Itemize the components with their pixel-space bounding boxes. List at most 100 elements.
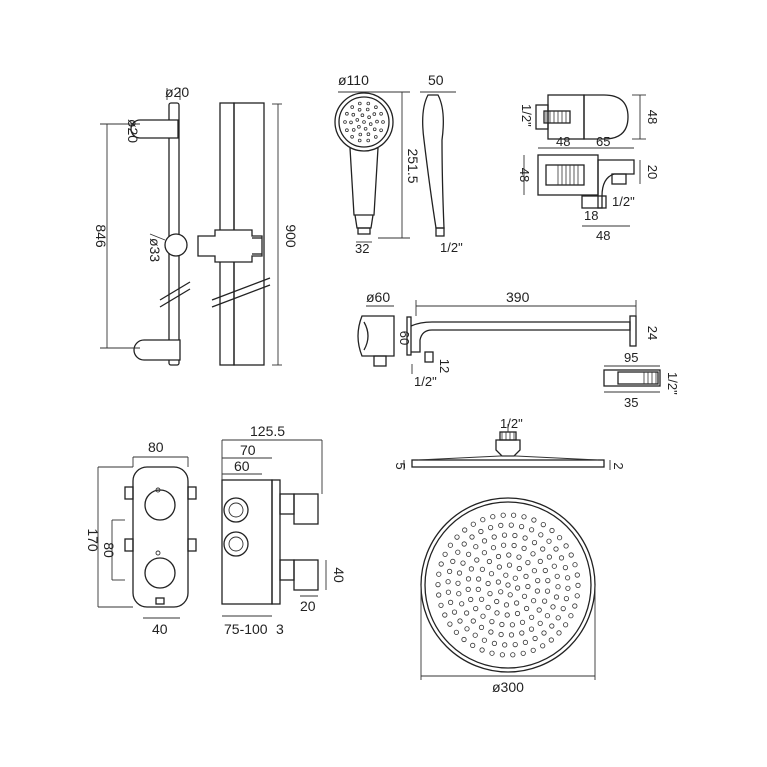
nozzle	[488, 629, 494, 635]
nozzle	[574, 593, 580, 599]
nozzle	[475, 586, 481, 593]
nozzle	[463, 610, 470, 616]
nozzle	[374, 105, 378, 109]
nozzle	[358, 132, 363, 137]
nozzle	[522, 639, 529, 646]
outlet-width-65-label: 65	[596, 134, 610, 149]
nozzle	[362, 120, 366, 124]
nozzle	[464, 626, 470, 632]
nozzle	[554, 573, 560, 579]
nozzle	[496, 564, 502, 570]
nozzle	[435, 581, 441, 588]
nozzle	[446, 568, 453, 575]
nozzle	[544, 588, 551, 594]
nozzle	[563, 543, 569, 549]
arm-height-label: 60	[397, 331, 412, 345]
nozzle	[480, 613, 486, 619]
nozzle	[520, 650, 526, 656]
head-thread-hatch	[501, 432, 515, 440]
nozzle	[553, 546, 559, 552]
nozzle	[456, 591, 462, 597]
nozzle	[565, 585, 571, 591]
nozzle	[455, 580, 461, 586]
nozzle	[498, 589, 504, 595]
outlet-thread2-label: 1/2"	[612, 194, 635, 209]
nozzle	[541, 630, 547, 636]
nozzle	[521, 545, 527, 552]
shower-arm-drawing	[357, 300, 661, 393]
arm-thread-label: 1/2"	[414, 374, 437, 389]
nozzle	[450, 558, 456, 565]
nozzle	[544, 613, 551, 619]
nozzle	[459, 601, 465, 607]
nozzle	[465, 576, 472, 582]
riser-knob-dia-label: ø33	[147, 238, 163, 262]
nozzle	[499, 652, 505, 658]
nozzle	[530, 551, 536, 557]
nozzle	[351, 128, 356, 132]
nozzle	[357, 101, 362, 106]
nozzle	[462, 527, 468, 533]
nozzle	[564, 575, 571, 581]
outlet-width-48-label: 48	[556, 134, 570, 149]
valve-depth-70-label: 70	[240, 442, 256, 458]
nozzle	[510, 652, 516, 658]
nozzle	[368, 122, 373, 126]
nozzle	[442, 612, 448, 618]
nozzle	[438, 602, 444, 608]
nozzle	[487, 590, 493, 597]
nozzle	[512, 641, 518, 648]
nozzle	[507, 592, 513, 598]
nozzle	[490, 545, 497, 551]
nozzle	[568, 613, 574, 619]
connector-dia-label: 35	[624, 395, 638, 410]
nozzle	[470, 521, 476, 527]
valve-width-label: 80	[148, 439, 164, 455]
nozzle	[530, 647, 536, 653]
nozzle	[367, 115, 371, 119]
nozzle	[345, 111, 349, 116]
nozzle	[519, 630, 525, 636]
nozzle	[485, 604, 491, 611]
nozzle	[528, 614, 535, 620]
nozzle	[379, 128, 383, 133]
nozzle	[574, 572, 580, 578]
riser-rail-drawing	[100, 88, 282, 366]
nozzle	[514, 610, 521, 617]
outlet-thread-label: 1/2"	[519, 104, 534, 127]
overhead-head-drawing	[403, 424, 611, 680]
nozzle	[542, 567, 548, 574]
outlet-thread-hatch-1	[545, 111, 567, 123]
nozzle	[481, 538, 488, 544]
nozzle	[375, 119, 379, 124]
nozzle	[343, 120, 347, 124]
nozzle	[528, 527, 535, 533]
nozzle	[491, 534, 497, 540]
riser-top-dia-label: ø20	[165, 84, 189, 100]
outlet-bottom-48-label: 48	[596, 228, 610, 243]
nozzle	[512, 575, 518, 581]
nozzle	[345, 128, 349, 133]
nozzle	[511, 542, 517, 549]
nozzle	[518, 523, 525, 530]
nozzle	[350, 105, 355, 109]
nozzle	[478, 596, 485, 602]
nozzle	[575, 582, 581, 589]
nozzle	[525, 583, 531, 590]
nozzle	[486, 558, 492, 565]
nozzle	[454, 534, 460, 540]
nozzle	[469, 534, 475, 540]
nozzle	[536, 607, 542, 613]
nozzle	[535, 577, 541, 584]
nozzle	[523, 573, 529, 580]
outlet-18-label: 18	[584, 208, 598, 223]
nozzle	[572, 562, 578, 568]
nozzle	[456, 570, 463, 576]
nozzle	[505, 582, 511, 588]
arm-neck-label: 12	[437, 359, 452, 373]
handset-neck-label: 32	[355, 241, 369, 256]
nozzle	[550, 604, 556, 610]
nozzle	[470, 642, 476, 649]
nozzle	[558, 555, 565, 561]
valve-depth-total-label: 125.5	[250, 423, 285, 439]
